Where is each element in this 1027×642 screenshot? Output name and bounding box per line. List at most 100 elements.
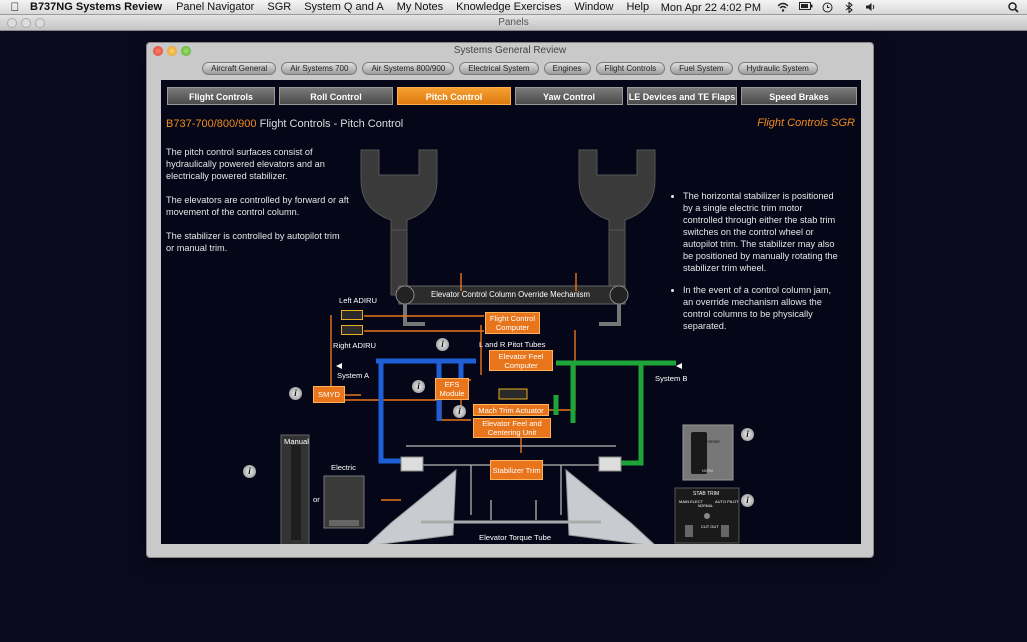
panels-window-titlebar: Panels <box>0 15 1027 31</box>
stab-trim-panel <box>674 487 740 544</box>
right-elevator-actuator <box>598 456 622 472</box>
sgr-close-button[interactable] <box>153 46 163 56</box>
elevator-feel-computer[interactable]: Elevator Feel Computer <box>489 350 553 371</box>
stabilizer-trim[interactable]: Stabilizer Trim <box>490 460 543 480</box>
system-nav: Aircraft General Air Systems 700 Air Sys… <box>147 62 873 78</box>
content-panel: Flight Controls Roll Control Pitch Contr… <box>161 80 861 544</box>
efs-module[interactable]: EFS Module <box>435 378 469 400</box>
smyd-box[interactable]: SMYD <box>313 386 345 403</box>
stab-trim-main-elect-label: MAIN ELECT <box>679 499 704 504</box>
spotlight-search-icon[interactable] <box>1007 2 1019 13</box>
tab-pitch-control[interactable]: Pitch Control <box>397 87 511 105</box>
elevator-feel-centering-unit[interactable]: Elevator Feel and Centering Unit <box>473 418 551 438</box>
system-b-lines <box>553 360 676 466</box>
electric-trim-panel <box>323 475 365 529</box>
info-icon-efs[interactable]: i <box>412 380 425 393</box>
right-adiru-unit <box>341 325 363 335</box>
tab-bar: Flight Controls Roll Control Pitch Contr… <box>167 87 857 105</box>
sgr-section-label: Flight Controls SGR <box>757 117 855 129</box>
left-adiru-label: Left ADIRU <box>339 296 377 305</box>
sgr-window: Systems General Review Aircraft General … <box>146 42 874 558</box>
left-elevator <box>367 468 457 544</box>
clock[interactable]: Mon Apr 22 4:02 PM <box>660 1 761 14</box>
right-control-yoke <box>578 149 656 296</box>
left-control-yoke <box>360 149 438 296</box>
nav-air-systems-800-900[interactable]: Air Systems 800/900 <box>362 62 455 75</box>
manual-label: Manual <box>284 437 309 446</box>
right-override-wheel <box>609 285 629 305</box>
system-b-label: System B <box>655 374 688 383</box>
bluetooth-icon[interactable] <box>843 1 855 14</box>
nav-engines[interactable]: Engines <box>543 62 591 75</box>
sgr-window-titlebar: Systems General Review <box>147 43 873 59</box>
close-button[interactable] <box>7 18 17 28</box>
bullet-stabilizer: The horizontal stabilizer is positioned … <box>683 190 843 274</box>
sgr-window-title: Systems General Review <box>453 45 567 56</box>
nav-aircraft-general[interactable]: Aircraft General <box>202 62 277 75</box>
right-adiru-label: Right ADIRU <box>333 341 377 350</box>
left-override-wheel <box>395 285 415 305</box>
info-icon-mach-trim[interactable]: i <box>453 405 466 418</box>
override-switch-panel <box>682 424 734 481</box>
left-elevator-actuator <box>400 456 424 472</box>
page-title-text: Flight Controls - Pitch Control <box>259 118 404 130</box>
minimize-button[interactable] <box>21 18 31 28</box>
info-icon-smyd[interactable]: i <box>289 387 302 400</box>
menu-knowledge-exercises[interactable]: Knowledge Exercises <box>456 1 562 13</box>
menu-window[interactable]: Window <box>574 1 614 13</box>
menu-bar:  B737NG Systems Review Panel Navigator … <box>0 0 1027 15</box>
override-switch-label: OVERRIDE <box>701 440 720 444</box>
pitot-tubes-label: L and R Pitot Tubes <box>479 340 546 349</box>
or-label: or <box>313 495 320 504</box>
menu-sgr[interactable]: SGR <box>267 1 292 13</box>
intro-paragraph-1: The pitch control surfaces consist of hy… <box>166 147 325 181</box>
bullet-override: In the event of a control column jam, an… <box>683 284 843 332</box>
tab-speed-brakes[interactable]: Speed Brakes <box>741 87 857 105</box>
menu-help[interactable]: Help <box>626 1 650 13</box>
nav-fuel-system[interactable]: Fuel System <box>670 62 733 75</box>
sgr-zoom-button[interactable] <box>181 46 191 56</box>
tab-roll-control[interactable]: Roll Control <box>279 87 393 105</box>
stab-trim-panel-label: STAB TRIM <box>693 491 720 497</box>
menu-panel-navigator[interactable]: Panel Navigator <box>176 1 255 13</box>
info-icon-manual-trim[interactable]: i <box>243 465 256 478</box>
time-machine-icon[interactable] <box>821 2 833 13</box>
stab-trim-normal-label: NORMAL <box>698 504 713 508</box>
tab-yaw-control[interactable]: Yaw Control <box>515 87 623 105</box>
menu-system-q-and-a[interactable]: System Q and A <box>304 1 384 13</box>
nav-flight-controls[interactable]: Flight Controls <box>595 62 666 75</box>
electric-label: Electric <box>331 463 356 472</box>
intro-paragraph-2: The elevators are controlled by forward … <box>166 195 349 217</box>
left-adiru-unit <box>341 310 363 320</box>
nav-electrical-system[interactable]: Electrical System <box>459 62 539 75</box>
mach-trim-valve <box>498 388 528 400</box>
battery-icon[interactable] <box>799 2 813 13</box>
mach-trim-actuator[interactable]: Mach Trim Actuator <box>473 404 549 416</box>
right-elevator <box>565 468 655 544</box>
info-icon-override-switch[interactable]: i <box>741 428 754 441</box>
intro-paragraph-3: The stabilizer is controlled by autopilo… <box>166 231 340 253</box>
sgr-minimize-button[interactable] <box>167 46 177 56</box>
model-label: B737-700/800/900 <box>166 118 257 130</box>
apple-icon[interactable]:  <box>0 0 30 14</box>
info-icon-pitot[interactable]: i <box>436 338 449 351</box>
volume-icon[interactable] <box>865 2 877 13</box>
wifi-icon[interactable] <box>777 2 789 13</box>
manual-trim-wheel <box>280 434 310 544</box>
info-icon-stab-trim[interactable]: i <box>741 494 754 507</box>
override-mechanism-bar <box>398 285 626 305</box>
nav-air-systems-700[interactable]: Air Systems 700 <box>281 62 358 75</box>
system-a-label: System A <box>337 371 370 380</box>
stab-trim-auto-pilot-label: AUTO PILOT <box>715 499 739 504</box>
zoom-button[interactable] <box>35 18 45 28</box>
tab-le-devices-te-flaps[interactable]: LE Devices and TE Flaps <box>627 87 737 105</box>
stab-trim-cut-out-label: CUT OUT <box>701 524 719 529</box>
override-mechanism-label: Elevator Control Column Override Mechani… <box>431 290 591 299</box>
nav-hydraulic-system[interactable]: Hydraulic System <box>737 62 818 75</box>
menu-my-notes[interactable]: My Notes <box>396 1 444 13</box>
info-bullets: The horizontal stabilizer is positioned … <box>673 190 843 342</box>
flight-control-computer[interactable]: Flight Control Computer <box>485 312 540 334</box>
app-name-menu[interactable]: B737NG Systems Review <box>30 1 163 13</box>
override-switch-norm-label: NORM <box>702 469 713 473</box>
tab-flight-controls[interactable]: Flight Controls <box>167 87 275 105</box>
